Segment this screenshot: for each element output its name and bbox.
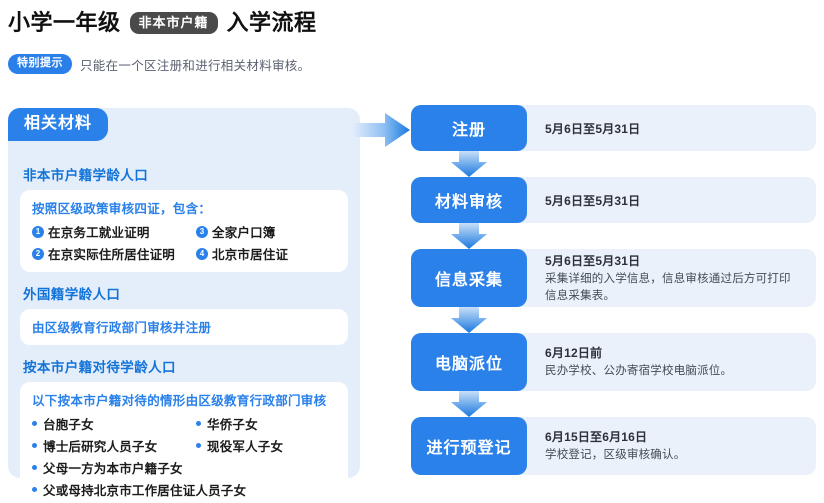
materials-panel: 相关材料 非本市户籍学龄人口 按照区级政策审核四证，包含： 1 在京务工就业证明… bbox=[8, 108, 360, 503]
step-detail-3: 6月12日前 民办学校、公办寄宿学校电脑派位。 bbox=[519, 333, 816, 391]
materials-body: 非本市户籍学龄人口 按照区级政策审核四证，包含： 1 在京务工就业证明 3 全家… bbox=[8, 150, 360, 503]
step-date: 5月6日至5月31日 bbox=[545, 193, 641, 208]
number-badge-icon: 1 bbox=[32, 225, 44, 238]
four-certificates-list: 1 在京务工就业证明 3 全家户口簿 2 在京实际住所居住证明 4 北京市居住证 bbox=[32, 222, 336, 263]
list-item: 3 全家户口簿 bbox=[196, 222, 336, 241]
page-title-prefix: 小学一年级 bbox=[8, 10, 121, 35]
flow-step-1[interactable]: 材料审核 5月6日至5月31日 bbox=[411, 177, 816, 223]
step-detail-1: 5月6日至5月31日 bbox=[519, 177, 816, 223]
list-item: 2 在京实际住所居住证明 bbox=[32, 244, 192, 263]
list-item-label: 父或母持北京市工作居住证人员子女 bbox=[43, 484, 247, 498]
list-item-label: 北京市居住证 bbox=[212, 248, 289, 262]
materials-section-heading-1: 外国籍学龄人口 bbox=[23, 287, 121, 302]
step-date: 6月15日至6月16日 bbox=[545, 430, 648, 445]
step-button-material-review[interactable]: 材料审核 bbox=[411, 177, 527, 223]
down-arrow-icon bbox=[411, 149, 816, 177]
eligible-categories-list: 台胞子女 华侨子女 博士后研究人员子女 现役军人子女 bbox=[32, 414, 336, 499]
step-date: 5月6日至5月31日 bbox=[545, 253, 641, 268]
special-tip-badge: 特别提示 bbox=[8, 54, 72, 74]
number-badge-icon: 2 bbox=[32, 247, 44, 260]
step-description: 学校登记，区级审核确认。 bbox=[545, 449, 686, 462]
list-item: 华侨子女 bbox=[196, 414, 336, 433]
bullet-dot-icon bbox=[32, 465, 37, 470]
bullet-dot-icon bbox=[32, 421, 37, 426]
step-detail-4: 6月15日至6月16日 学校登记，区级审核确认。 bbox=[519, 417, 816, 475]
flow-steps: 注册 5月6日至5月31日 材料审核 5月6日至5月31日 bbox=[411, 105, 816, 475]
list-item: 现役军人子女 bbox=[196, 436, 336, 455]
bullet-dot-icon bbox=[196, 421, 201, 426]
materials-panel-tab: 相关材料 bbox=[8, 108, 109, 141]
list-item-label: 现役军人子女 bbox=[207, 440, 284, 454]
list-item-label: 全家户口簿 bbox=[212, 226, 276, 240]
list-item: 父母一方为本市户籍子女 bbox=[32, 458, 336, 477]
materials-section-heading-0: 非本市户籍学龄人口 bbox=[23, 168, 149, 183]
flow-step-3[interactable]: 电脑派位 6月12日前 民办学校、公办寄宿学校电脑派位。 bbox=[411, 333, 816, 391]
down-arrow-icon bbox=[411, 305, 816, 333]
list-item-label: 华侨子女 bbox=[207, 418, 258, 432]
materials-card-1: 由区级教育行政部门审核并注册 bbox=[20, 309, 348, 345]
down-arrow-icon bbox=[411, 221, 816, 249]
number-badge-icon: 4 bbox=[196, 247, 208, 260]
materials-card-title-0: 按照区级政策审核四证，包含： bbox=[32, 202, 212, 216]
step-button-register[interactable]: 注册 bbox=[411, 105, 527, 151]
step-date: 5月6日至5月31日 bbox=[545, 121, 641, 136]
special-tip-text: 只能在一个区注册和进行相关材料审核。 bbox=[80, 58, 311, 73]
down-arrow-icon bbox=[411, 389, 816, 417]
bullet-dot-icon bbox=[196, 443, 201, 448]
list-item: 父或母持北京市工作居住证人员子女 bbox=[32, 480, 336, 499]
list-item: 台胞子女 bbox=[32, 414, 192, 433]
step-button-info-collection[interactable]: 信息采集 bbox=[411, 249, 527, 307]
list-item-label: 台胞子女 bbox=[43, 418, 94, 432]
list-item-label: 博士后研究人员子女 bbox=[43, 440, 158, 454]
list-item: 博士后研究人员子女 bbox=[32, 436, 192, 455]
page-title: 小学一年级 非本市户籍 入学流程 bbox=[8, 12, 317, 34]
list-item: 1 在京务工就业证明 bbox=[32, 222, 192, 241]
list-item-label: 父母一方为本市户籍子女 bbox=[43, 462, 183, 476]
flow-step-0[interactable]: 注册 5月6日至5月31日 bbox=[411, 105, 816, 151]
step-detail-2: 5月6日至5月31日 采集详细的入学信息，信息审核通过后方可打印信息采集表。 bbox=[519, 249, 816, 307]
materials-card-2: 以下按本市户籍对待的情形由区级教育行政部门审核 台胞子女 华侨子女 博士后研究人… bbox=[20, 382, 348, 503]
materials-section-heading-2: 按本市户籍对待学龄人口 bbox=[23, 360, 176, 375]
bullet-dot-icon bbox=[32, 443, 37, 448]
flow-step-4[interactable]: 进行预登记 6月15日至6月16日 学校登记，区级审核确认。 bbox=[411, 417, 816, 475]
list-item-label: 在京实际住所居住证明 bbox=[48, 248, 176, 262]
household-type-badge: 非本市户籍 bbox=[129, 12, 218, 34]
list-item: 4 北京市居住证 bbox=[196, 244, 336, 263]
materials-card-0: 按照区级政策审核四证，包含： 1 在京务工就业证明 3 全家户口簿 2 在京实际… bbox=[20, 190, 348, 272]
step-button-computer-allocation[interactable]: 电脑派位 bbox=[411, 333, 527, 391]
bullet-dot-icon bbox=[32, 487, 37, 492]
step-description: 采集详细的入学信息，信息审核通过后方可打印信息采集表。 bbox=[545, 272, 791, 302]
step-button-pre-registration[interactable]: 进行预登记 bbox=[411, 417, 527, 475]
materials-card-line-1: 由区级教育行政部门审核并注册 bbox=[32, 321, 212, 335]
materials-card-title-2: 以下按本市户籍对待的情形由区级教育行政部门审核 bbox=[32, 394, 327, 408]
flow-step-2[interactable]: 信息采集 5月6日至5月31日 采集详细的入学信息，信息审核通过后方可打印信息采… bbox=[411, 249, 816, 307]
list-item-label: 在京务工就业证明 bbox=[48, 226, 150, 240]
page-title-suffix: 入学流程 bbox=[226, 10, 317, 35]
special-tip: 特别提示 只能在一个区注册和进行相关材料审核。 bbox=[8, 54, 310, 74]
number-badge-icon: 3 bbox=[196, 225, 208, 238]
step-description: 民办学校、公办寄宿学校电脑派位。 bbox=[545, 365, 733, 378]
step-detail-0: 5月6日至5月31日 bbox=[519, 105, 816, 151]
right-arrow-icon bbox=[352, 112, 410, 148]
step-date: 6月12日前 bbox=[545, 346, 603, 361]
